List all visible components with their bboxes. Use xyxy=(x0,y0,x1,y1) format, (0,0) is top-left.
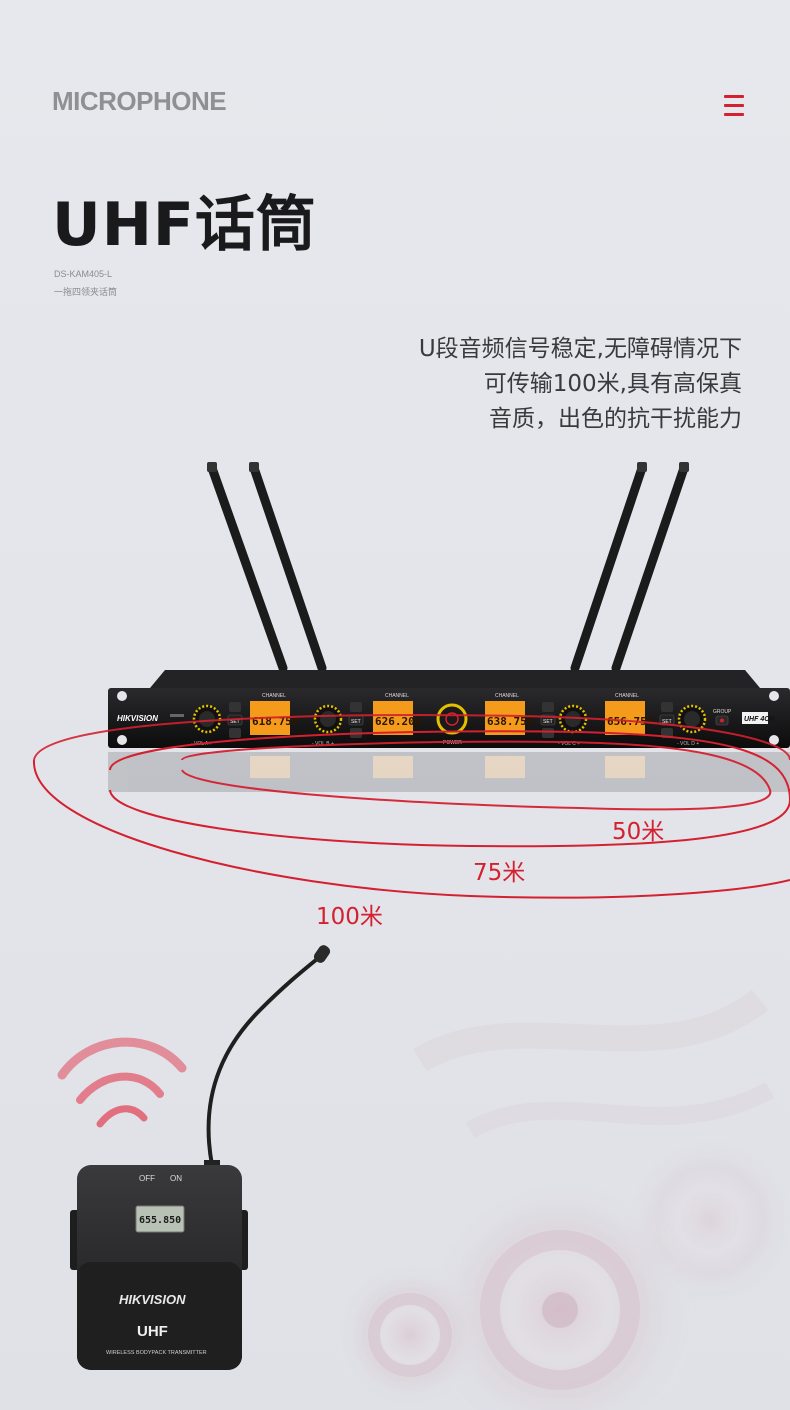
frequency-display-b: 626.200 xyxy=(375,715,421,728)
description-line: 可传输100米,具有高保真 xyxy=(483,371,742,397)
volume-label-c: - VOL C + xyxy=(558,741,580,747)
speaker-decoration xyxy=(335,989,790,1410)
channel-b: - VOL B + SET CHANNEL 626.200 xyxy=(312,693,421,747)
model-subtitle: 一拖四领夹话筒 xyxy=(54,287,118,297)
channel-label: CHANNEL xyxy=(615,693,639,699)
down-button[interactable] xyxy=(661,728,673,738)
down-button[interactable] xyxy=(229,728,241,738)
up-button[interactable] xyxy=(542,702,554,712)
group-label: GROUP xyxy=(713,709,732,715)
set-label: SET xyxy=(230,719,240,725)
receiver-reflection xyxy=(108,752,790,792)
model-number: DS-KAM405-L xyxy=(54,269,113,279)
power-button[interactable]: POWER xyxy=(436,703,468,746)
hamburger-icon[interactable] xyxy=(724,95,744,117)
description-line: U段音频信号稳定,无障碍情况下 xyxy=(418,336,742,362)
transmitter-uhf-badge: UHF xyxy=(137,1323,168,1340)
range-label-100: 100米 xyxy=(316,904,383,930)
set-label: SET xyxy=(543,719,553,725)
uhf-4ch-badge: UHF 4CH xyxy=(744,716,775,723)
down-button[interactable] xyxy=(542,728,554,738)
description-line: 音质，出色的抗干扰能力 xyxy=(489,406,742,432)
receiver-brand: HIKVISION xyxy=(117,714,158,723)
antennas xyxy=(207,462,689,673)
brand-heading: MICROPHONE xyxy=(52,86,227,116)
on-label: ON xyxy=(170,1174,182,1183)
set-label: SET xyxy=(351,719,361,725)
up-button[interactable] xyxy=(661,702,673,712)
transmitter-brand: HIKVISION xyxy=(119,1292,186,1307)
set-label: SET xyxy=(662,719,672,725)
range-label-50: 50米 xyxy=(612,819,665,845)
page-title: UHF话筒 xyxy=(52,190,317,260)
bodypack-transmitter: OFF ON 655.850 HIKVISION UHF WIRELESS BO… xyxy=(70,945,331,1370)
channel-label: CHANNEL xyxy=(262,693,286,699)
channel-label: CHANNEL xyxy=(385,693,409,699)
volume-label-d: - VOL D + xyxy=(677,741,699,747)
transmitter-frequency: 655.850 xyxy=(139,1215,181,1226)
power-label: POWER xyxy=(443,740,462,746)
off-label: OFF xyxy=(139,1174,155,1183)
channel-a: - VOL A + SET CHANNEL 618.750 xyxy=(191,693,298,747)
transmitter-caption: WIRELESS BODYPACK TRANSMITTER xyxy=(106,1350,207,1356)
up-button[interactable] xyxy=(229,702,241,712)
wireless-signal-icon xyxy=(57,1037,187,1128)
volume-label-b: - VOL B + xyxy=(312,741,334,747)
up-button[interactable] xyxy=(350,702,362,712)
rack-receiver: HIKVISION - VOL A + SET CHANNEL 618.750 … xyxy=(108,670,790,748)
feature-description: U段音频信号稳定,无障碍情况下 可传输100米,具有高保真 音质，出色的抗干扰能… xyxy=(419,332,742,437)
channel-c: CHANNEL 638.750 SET - VOL C + xyxy=(485,693,588,747)
channel-label: CHANNEL xyxy=(495,693,519,699)
range-label-75: 75米 xyxy=(473,860,526,886)
frequency-display-c: 638.750 xyxy=(487,715,533,728)
